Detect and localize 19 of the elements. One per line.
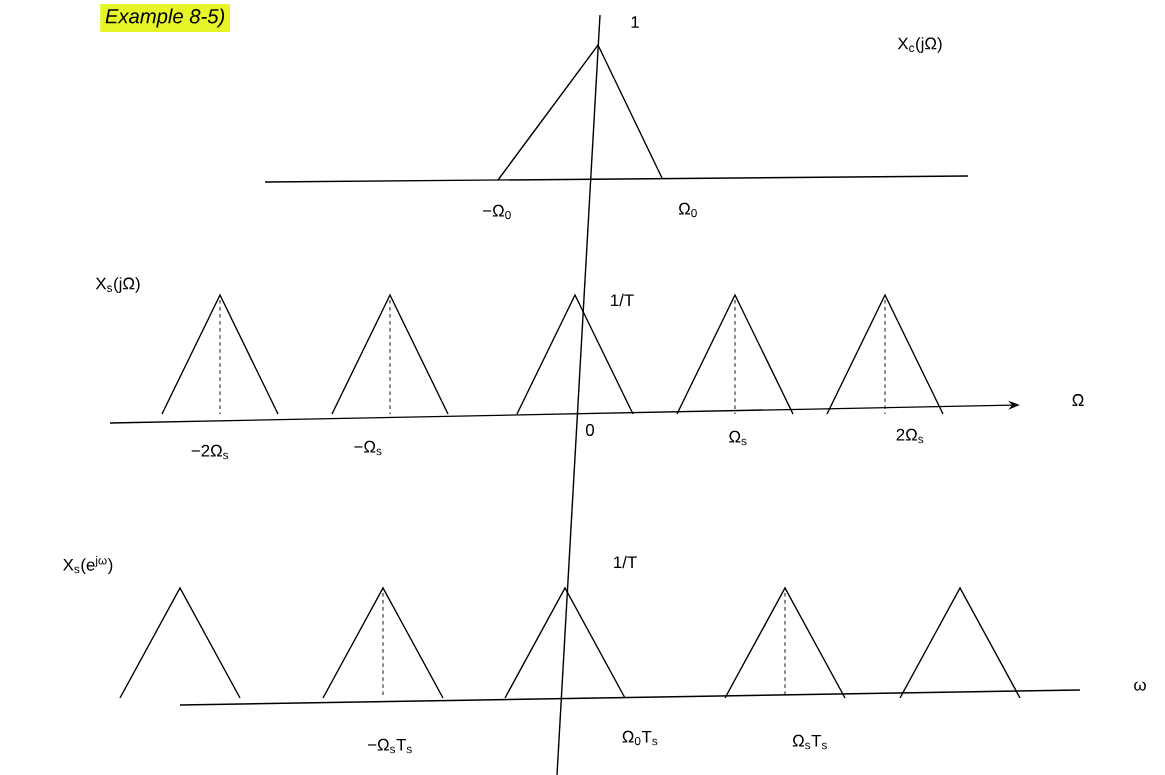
tick-label: Ω$_{s}$T$_{s}$	[792, 734, 827, 750]
title: Example 8-5)	[100, 3, 230, 33]
tick-label: 0	[586, 424, 595, 436]
tick-label: −Ω$_{s}$	[354, 440, 382, 456]
tick-label: −2Ω$_{s}$	[191, 444, 229, 460]
function-label: X$_{s}$(jΩ)	[95, 277, 140, 293]
axis-label: Ω	[1072, 394, 1084, 406]
peak-label: 1	[631, 16, 639, 28]
function-label: X$_{s}$(e$^{jω}$)	[63, 555, 113, 575]
peak-label: 1/T	[614, 555, 637, 569]
peak-label: 1/T	[611, 293, 634, 307]
tick-label: Ω$_{0}$T$_{s}$	[622, 730, 658, 746]
function-label: X$_{c}$(jΩ)	[897, 37, 942, 53]
tick-label: −Ω$_{0}$	[483, 204, 511, 220]
tick-label: 2Ω$_{s}$	[896, 428, 924, 444]
tick-label: Ω$_{s}$	[729, 430, 747, 446]
tick-label: Ω$_{0}$	[678, 202, 697, 218]
axis-label: ω	[1134, 681, 1146, 691]
tick-label: −Ω$_{s}$T$_{s}$	[368, 738, 412, 754]
